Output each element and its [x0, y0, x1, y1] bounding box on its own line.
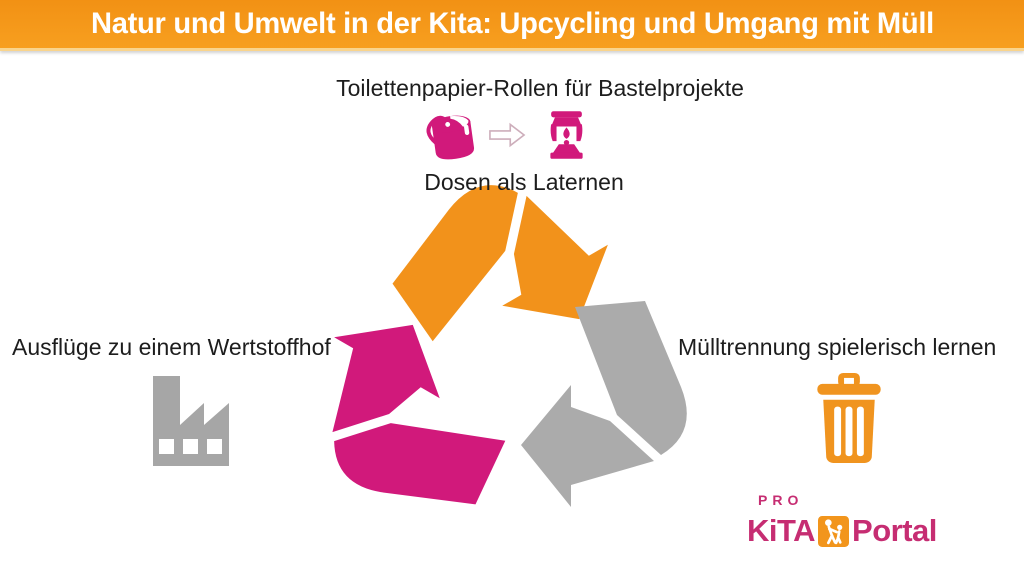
- logo-pro-text: PRO: [758, 492, 804, 508]
- logo-figures-icon: [818, 515, 850, 547]
- label-muelltrennung: Mülltrennung spielerisch lernen: [678, 334, 997, 360]
- logo: KiTA Portal: [747, 513, 937, 549]
- trash-can-icon: [817, 372, 881, 464]
- page-title: Natur und Umwelt in der Kita: Upcycling …: [90, 7, 934, 40]
- recycle-arrow-right: [521, 301, 687, 507]
- transform-arrow-icon: [489, 122, 526, 148]
- label-dosen-laternen: Dosen als Laternen: [424, 169, 624, 195]
- logo-portal-text: Portal: [852, 513, 937, 548]
- paint-can-icon: [426, 115, 474, 160]
- header-bar: Natur und Umwelt in der Kita: Upcycling …: [0, 0, 1024, 51]
- label-toilettenpapier: Toilettenpapier-Rollen für Bastelprojekt…: [336, 75, 744, 101]
- label-wertstoffhof: Ausflüge zu einem Wertstoffhof: [12, 334, 331, 360]
- factory-icon: [153, 376, 229, 466]
- lantern-icon: [550, 111, 583, 159]
- logo-kita-text: KiTA: [747, 513, 816, 548]
- recycle-arrow-left: [276, 293, 538, 541]
